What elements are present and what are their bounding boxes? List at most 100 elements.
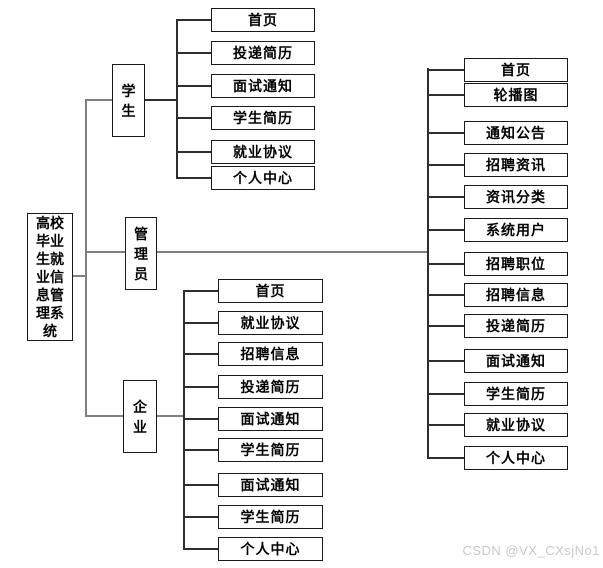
connector-student-trunk xyxy=(176,19,178,179)
student-node-home: 首页 xyxy=(211,8,315,32)
connector-stub xyxy=(427,69,464,71)
branch-node-enterprise: 企业 xyxy=(123,380,157,453)
enterprise-node-employment-agreement: 就业协议 xyxy=(218,311,323,335)
connector-stub xyxy=(176,52,211,54)
node-label: 面试通知 xyxy=(233,78,293,94)
connector-stub xyxy=(183,386,218,388)
connector-stub xyxy=(427,132,464,134)
node-label: 招聘信息 xyxy=(486,287,546,303)
branch-node-enterprise-label: 企业 xyxy=(133,398,147,435)
branch-node-admin: 管理员 xyxy=(125,217,157,290)
node-label: 首页 xyxy=(248,12,278,28)
connector-enterprise-trunk xyxy=(183,290,185,550)
node-label: 招聘资讯 xyxy=(486,157,546,173)
node-label: 学生简历 xyxy=(240,509,301,525)
connector-stub xyxy=(183,548,218,550)
connector-stub xyxy=(176,19,211,21)
connector-stub xyxy=(427,294,464,296)
node-label: 个人中心 xyxy=(233,170,293,186)
admin-node-notice-announcement: 通知公告 xyxy=(464,121,568,145)
node-label: 个人中心 xyxy=(240,541,301,557)
root-node: 高校毕业生就业信息管理系统 xyxy=(27,213,73,341)
connector-main-trunk xyxy=(85,99,87,417)
node-label: 投递简历 xyxy=(233,45,293,61)
node-label: 资讯分类 xyxy=(486,189,546,205)
node-label: 面试通知 xyxy=(486,353,546,369)
admin-node-personal-center: 个人中心 xyxy=(464,446,568,470)
branch-node-admin-label: 管理员 xyxy=(134,225,148,282)
admin-node-recruit-info: 招聘信息 xyxy=(464,283,568,307)
enterprise-node-student-resume-2: 学生简历 xyxy=(218,505,323,529)
node-label: 就业协议 xyxy=(486,417,546,433)
node-label: 学生简历 xyxy=(240,442,301,458)
connector-root xyxy=(73,275,86,277)
admin-node-system-users: 系统用户 xyxy=(464,218,568,242)
node-label: 面试通知 xyxy=(240,411,301,427)
admin-node-employment-agreement: 就业协议 xyxy=(464,413,568,437)
node-label: 招聘信息 xyxy=(240,346,301,362)
connector-stub xyxy=(183,516,218,518)
connector-stub xyxy=(427,164,464,166)
connector-stub xyxy=(427,424,464,426)
connector-to-admin xyxy=(86,251,125,253)
connector-stub xyxy=(427,263,464,265)
connector-stub xyxy=(427,393,464,395)
connector-student-right xyxy=(145,99,177,101)
admin-node-resume-delivery: 投递简历 xyxy=(464,314,568,338)
enterprise-node-interview-notice-2: 面试通知 xyxy=(218,473,323,497)
enterprise-node-recruit-info: 招聘信息 xyxy=(218,342,323,366)
admin-node-home: 首页 xyxy=(464,58,568,82)
node-label: 学生简历 xyxy=(233,110,293,126)
node-label: 就业协议 xyxy=(240,315,301,331)
connector-stub xyxy=(183,353,218,355)
branch-node-student-label: 学生 xyxy=(121,82,136,119)
connector-enterprise-right xyxy=(157,415,184,417)
enterprise-node-home: 首页 xyxy=(218,279,323,303)
connector-admin-long xyxy=(157,251,429,253)
connector-stub xyxy=(176,151,211,153)
connector-stub xyxy=(183,484,218,486)
root-node-label: 高校毕业生就业信息管理系统 xyxy=(36,215,64,339)
node-label: 轮播图 xyxy=(493,87,539,103)
connector-stub xyxy=(176,85,211,87)
enterprise-node-interview-notice-1: 面试通知 xyxy=(218,407,323,431)
connector-to-student xyxy=(86,99,112,101)
connector-stub xyxy=(427,196,464,198)
node-label: 首页 xyxy=(501,62,531,78)
enterprise-node-student-resume-1: 学生简历 xyxy=(218,438,323,462)
connector-stub xyxy=(427,94,464,96)
connector-stub xyxy=(176,117,211,119)
connector-stub xyxy=(183,322,218,324)
student-node-personal-center: 个人中心 xyxy=(211,166,315,190)
node-label: 个人中心 xyxy=(486,450,546,466)
student-node-employment-agreement: 就业协议 xyxy=(211,140,315,164)
admin-node-interview-notice: 面试通知 xyxy=(464,349,568,373)
admin-node-student-resume: 学生简历 xyxy=(464,382,568,406)
connector-stub xyxy=(427,360,464,362)
student-node-student-resume: 学生简历 xyxy=(211,106,315,130)
connector-stub xyxy=(183,449,218,451)
node-label: 系统用户 xyxy=(486,222,546,238)
csdn-watermark: CSDN @VX_CXsjNo1 xyxy=(462,543,600,558)
admin-node-job-position: 招聘职位 xyxy=(464,252,568,276)
node-label: 首页 xyxy=(255,283,286,299)
connector-stub xyxy=(427,457,464,459)
student-node-interview-notice: 面试通知 xyxy=(211,74,315,98)
node-label: 就业协议 xyxy=(233,144,293,160)
connector-stub xyxy=(427,229,464,231)
node-label: 通知公告 xyxy=(486,125,546,141)
node-label: 投递简历 xyxy=(240,379,301,395)
admin-node-news-category: 资讯分类 xyxy=(464,185,568,209)
branch-node-student: 学生 xyxy=(112,64,145,137)
enterprise-node-personal-center: 个人中心 xyxy=(218,537,323,561)
connector-to-enterprise xyxy=(86,415,123,417)
node-label: 学生简历 xyxy=(486,386,546,402)
connector-stub xyxy=(183,290,218,292)
enterprise-node-resume-delivery: 投递简历 xyxy=(218,375,323,399)
connector-stub xyxy=(183,418,218,420)
admin-node-recruit-news: 招聘资讯 xyxy=(464,153,568,177)
admin-node-carousel: 轮播图 xyxy=(464,83,568,107)
student-node-resume-delivery: 投递简历 xyxy=(211,41,315,65)
node-label: 投递简历 xyxy=(486,318,546,334)
